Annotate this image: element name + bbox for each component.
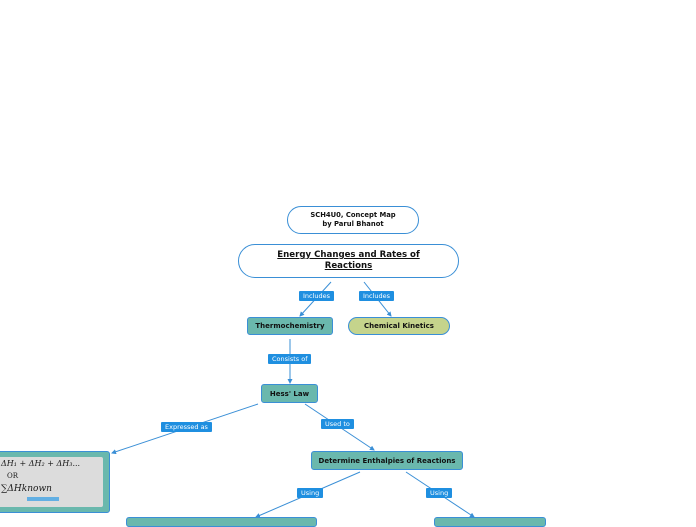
hess-law-label: Hess' Law bbox=[269, 389, 310, 398]
determine-enthalpies-node[interactable]: Determine Enthalpies of Reactions bbox=[311, 451, 463, 470]
formula-line-1: ΔH₁ + ΔH₂ + ΔH₃... bbox=[1, 459, 81, 468]
chemical-kinetics-node[interactable]: Chemical Kinetics bbox=[348, 317, 450, 335]
formula-line-2: OR bbox=[7, 472, 19, 480]
thermochemistry-label: Thermochemistry bbox=[255, 322, 325, 330]
formula-image-node[interactable]: ΔH₁ + ΔH₂ + ΔH₃... OR ∑ΔHknown bbox=[0, 451, 110, 513]
edge-label-includes-left: Includes bbox=[299, 291, 335, 301]
root-node[interactable]: Energy Changes and Rates of Reactions bbox=[238, 244, 459, 278]
root-line-2: Reactions bbox=[324, 261, 373, 271]
highlight-mark bbox=[27, 497, 59, 501]
title-line-1: SCH4U0, Concept Map bbox=[310, 211, 396, 219]
determine-enthalpies-label: Determine Enthalpies of Reactions bbox=[318, 456, 456, 465]
title-node[interactable]: SCH4U0, Concept Map by Parul Bhanot bbox=[287, 206, 419, 234]
bottom-left-node[interactable] bbox=[126, 517, 317, 527]
edge-label-includes-right: Includes bbox=[359, 291, 395, 301]
thermochemistry-node[interactable]: Thermochemistry bbox=[247, 317, 333, 335]
hess-law-node[interactable]: Hess' Law bbox=[261, 384, 318, 403]
chemical-kinetics-label: Chemical Kinetics bbox=[364, 322, 434, 330]
title-line-2: by Parul Bhanot bbox=[322, 220, 384, 228]
edge-label-using-right: Using bbox=[426, 488, 453, 498]
formula-line-3: ∑ΔHknown bbox=[1, 484, 52, 494]
root-line-1: Energy Changes and Rates of bbox=[277, 250, 420, 260]
edge-label-expressed-as: Expressed as bbox=[161, 422, 212, 432]
edge-label-consists-of: Consists of bbox=[268, 354, 312, 364]
edge-label-using-left: Using bbox=[297, 488, 324, 498]
bottom-right-node[interactable] bbox=[434, 517, 546, 527]
handwritten-formula-image: ΔH₁ + ΔH₂ + ΔH₃... OR ∑ΔHknown bbox=[0, 457, 103, 507]
edge-label-used-to: Used to bbox=[321, 419, 354, 429]
